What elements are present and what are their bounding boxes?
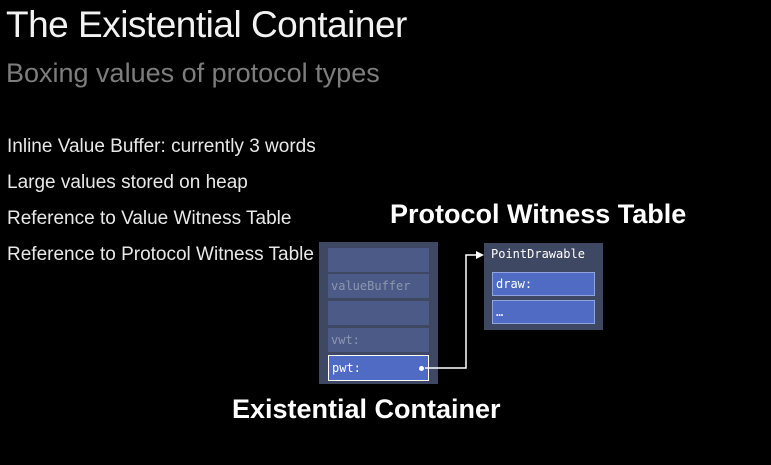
- table-entry: …: [492, 300, 595, 324]
- table-entry: draw:: [492, 272, 595, 296]
- bullet-list: Inline Value Buffer: currently 3 words L…: [7, 136, 316, 280]
- value-buffer-cell: [328, 248, 429, 272]
- bullet-item: Large values stored on heap: [7, 172, 248, 193]
- bullet-item: Reference to Protocol Witness Table: [7, 244, 314, 265]
- pwt-cell-label: pwt:: [332, 361, 361, 375]
- protocol-witness-table-box: PointDrawable draw: …: [484, 243, 603, 330]
- existential-container-box: valueBuffer vwt: pwt:: [319, 242, 438, 384]
- slide-subtitle: Boxing values of protocol types: [6, 58, 380, 88]
- slide-title: The Existential Container: [6, 4, 407, 45]
- value-buffer-cell: [328, 301, 429, 325]
- pwt-cell: pwt:: [328, 355, 429, 381]
- table-title: PointDrawable: [491, 247, 585, 261]
- vwt-cell: vwt:: [328, 328, 429, 352]
- bullet-item: Inline Value Buffer: currently 3 words: [7, 136, 316, 157]
- bullet-item: Reference to Value Witness Table: [7, 208, 292, 229]
- protocol-witness-table-heading: Protocol Witness Table: [390, 199, 687, 229]
- existential-container-heading: Existential Container: [232, 394, 501, 424]
- pointer-dot-icon: [419, 366, 424, 371]
- value-buffer-cell: valueBuffer: [328, 274, 429, 298]
